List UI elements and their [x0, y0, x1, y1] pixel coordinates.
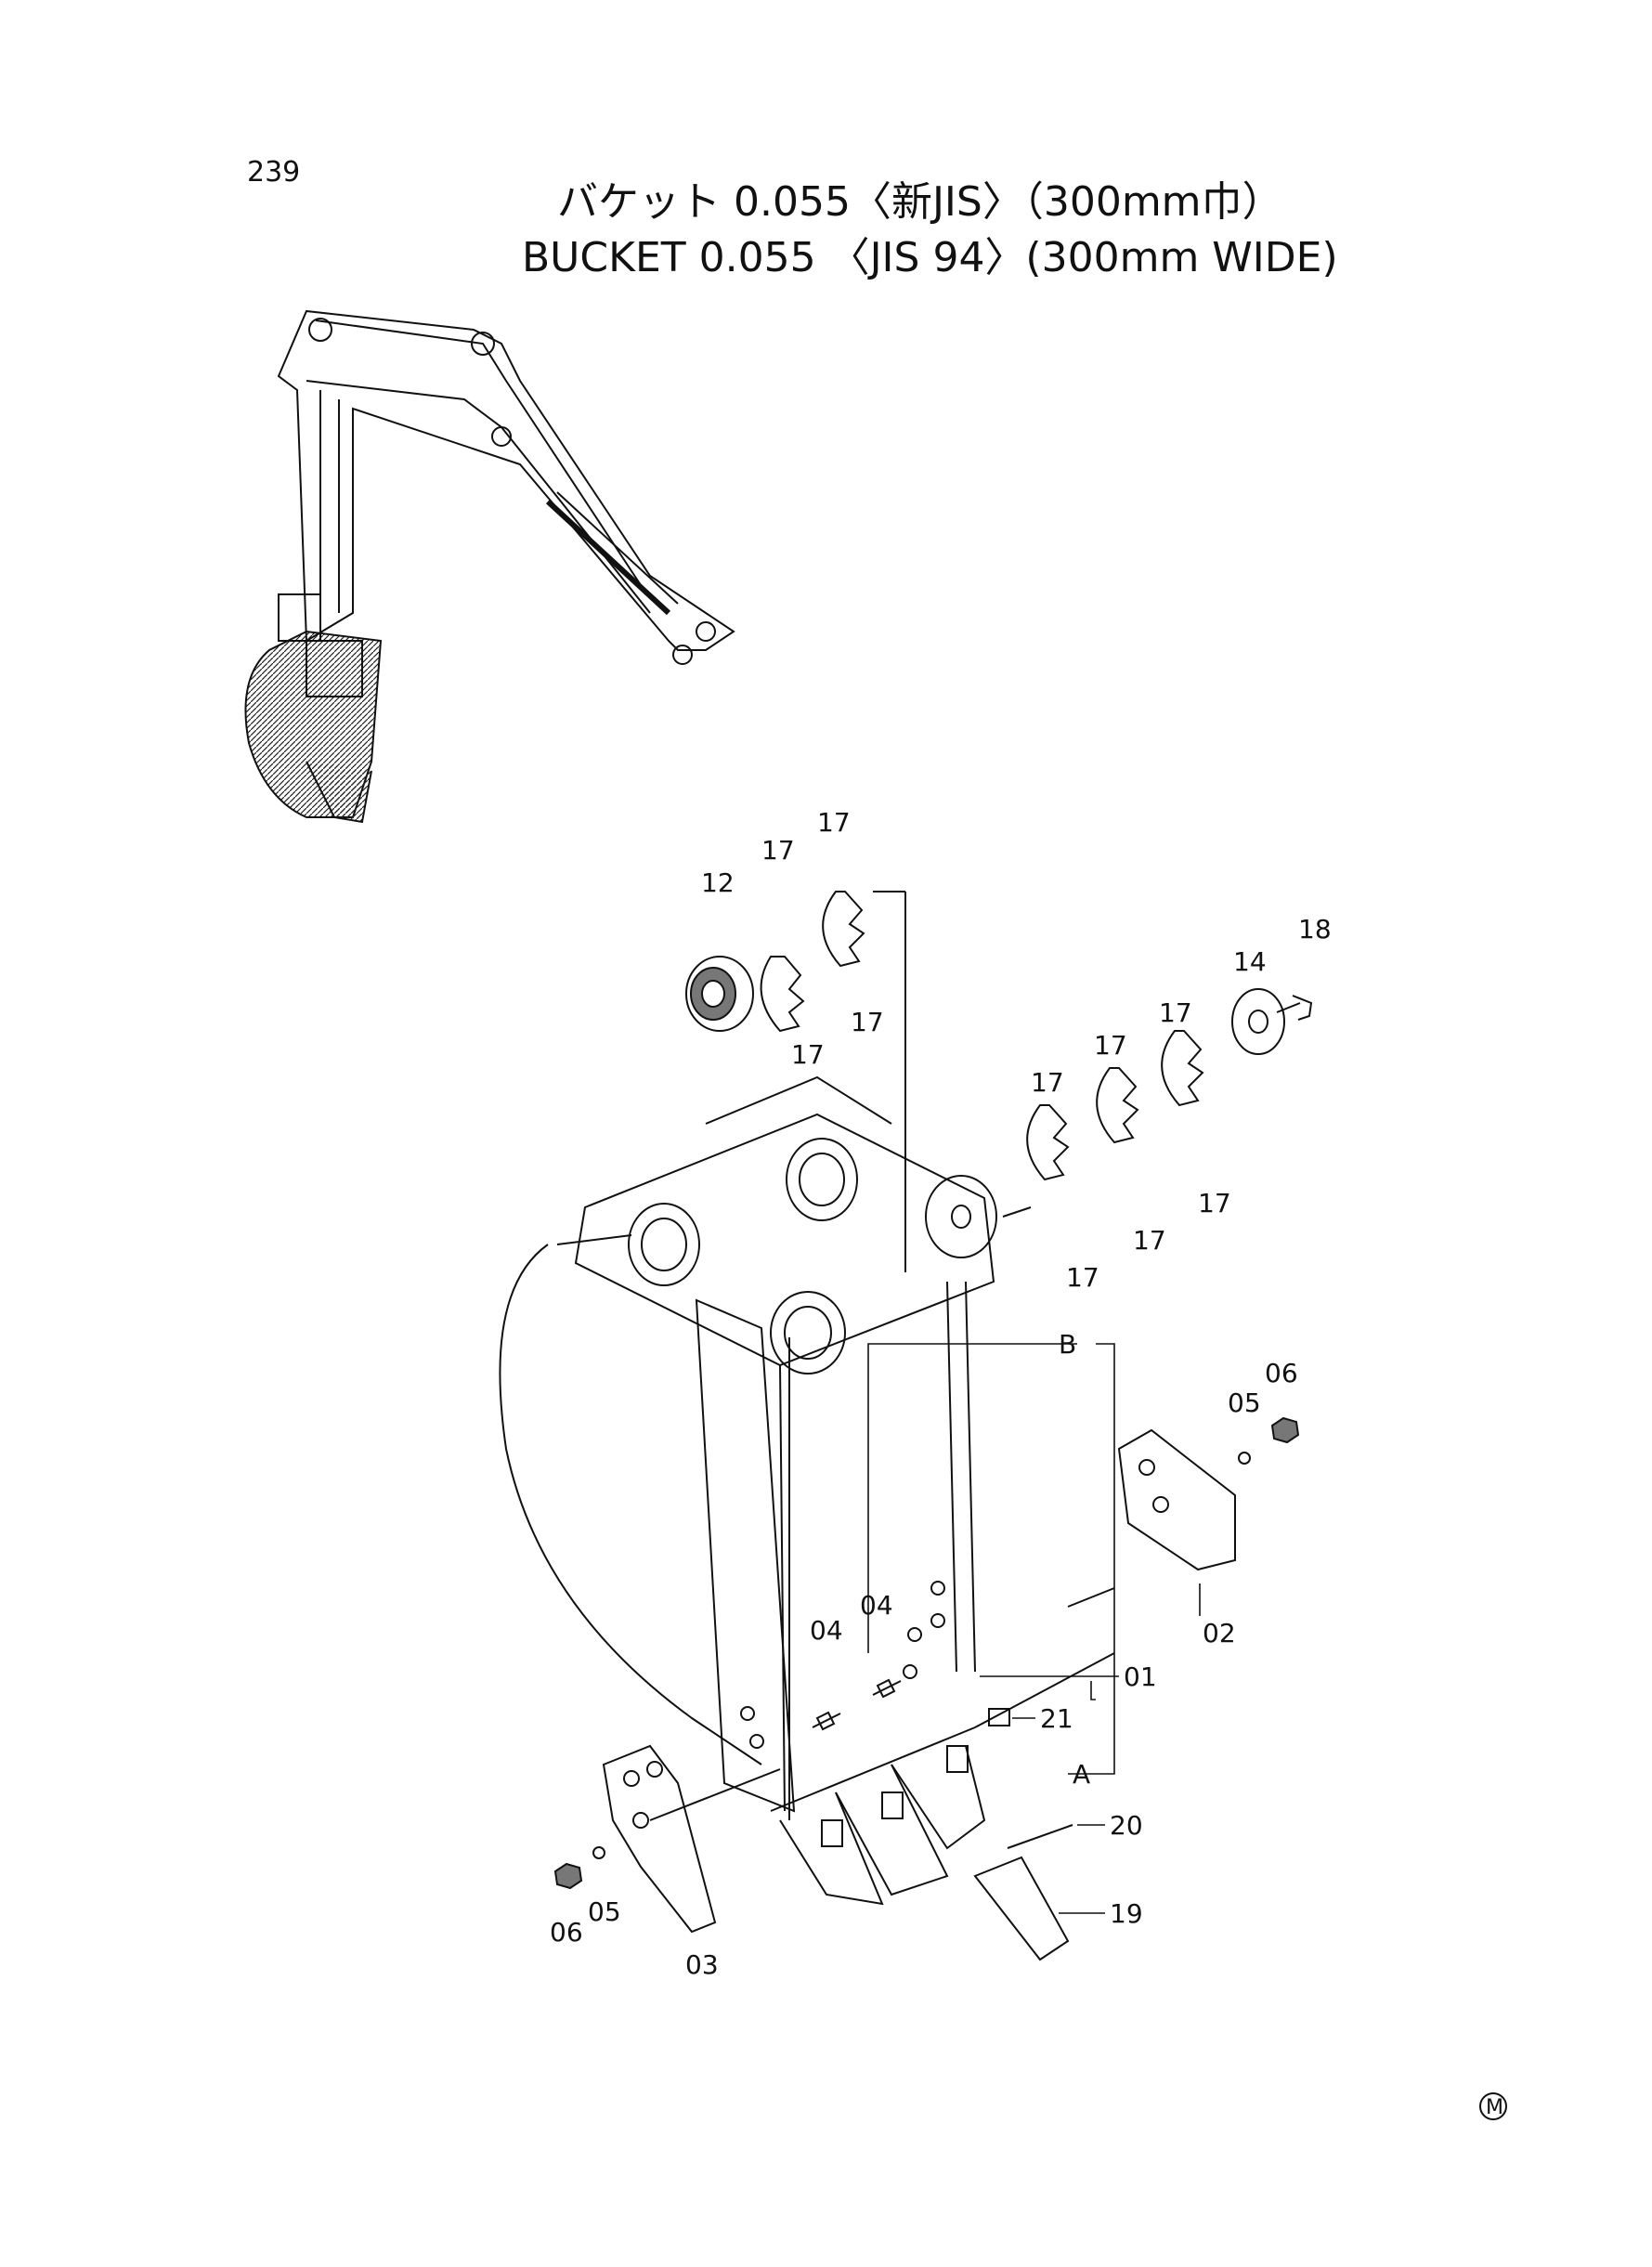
callout-05: 05 — [1228, 1388, 1261, 1418]
callout-17: 17 — [761, 835, 795, 866]
manufacturer-mark: M — [1479, 2092, 1507, 2120]
callout-17: 17 — [1094, 1030, 1127, 1061]
bucket-body — [499, 1075, 997, 1906]
callout-21: 21 — [1040, 1703, 1073, 1734]
side-cutters — [553, 1416, 1300, 1961]
title-japanese: バケット 0.055〈新JIS〉（300mm巾） — [557, 178, 1283, 226]
leader-lines — [867, 1343, 1201, 1914]
callout-17: 17 — [1031, 1067, 1064, 1098]
callout-06: 06 — [1265, 1358, 1298, 1388]
callout-labels: 12 17 17 17 17 18 14 17 17 17 17 17 17 B… — [550, 807, 1332, 1980]
callout-19: 19 — [1110, 1898, 1143, 1929]
callout-17: 17 — [851, 1007, 884, 1037]
callout-04: 04 — [810, 1615, 843, 1646]
callout-04: 04 — [860, 1590, 893, 1621]
callout-01: 01 — [1124, 1661, 1157, 1692]
page-number: 239 — [247, 156, 300, 189]
callout-03: 03 — [685, 1949, 719, 1980]
excavator-arm-illustration — [244, 309, 735, 824]
callout-A: A — [1073, 1759, 1090, 1790]
callout-17: 17 — [791, 1039, 825, 1070]
callout-06: 06 — [550, 1917, 583, 1948]
callout-18: 18 — [1298, 914, 1332, 945]
pin-parts — [685, 891, 1313, 1272]
callout-17: 17 — [1198, 1188, 1231, 1218]
callout-14: 14 — [1233, 946, 1267, 977]
callout-02: 02 — [1203, 1618, 1236, 1648]
manufacturer-mark-letter: M — [1486, 2096, 1503, 2119]
callout-17: 17 — [1133, 1225, 1166, 1256]
callout-17: 17 — [1159, 997, 1192, 1028]
callout-20: 20 — [1110, 1810, 1143, 1841]
title-english: BUCKET 0.055 〈JIS 94〉(300mm WIDE) — [522, 234, 1338, 281]
callout-B: B — [1059, 1329, 1076, 1360]
callout-05: 05 — [588, 1896, 621, 1927]
callout-17: 17 — [1066, 1262, 1099, 1293]
callout-12: 12 — [701, 867, 735, 898]
callout-17: 17 — [817, 807, 851, 838]
